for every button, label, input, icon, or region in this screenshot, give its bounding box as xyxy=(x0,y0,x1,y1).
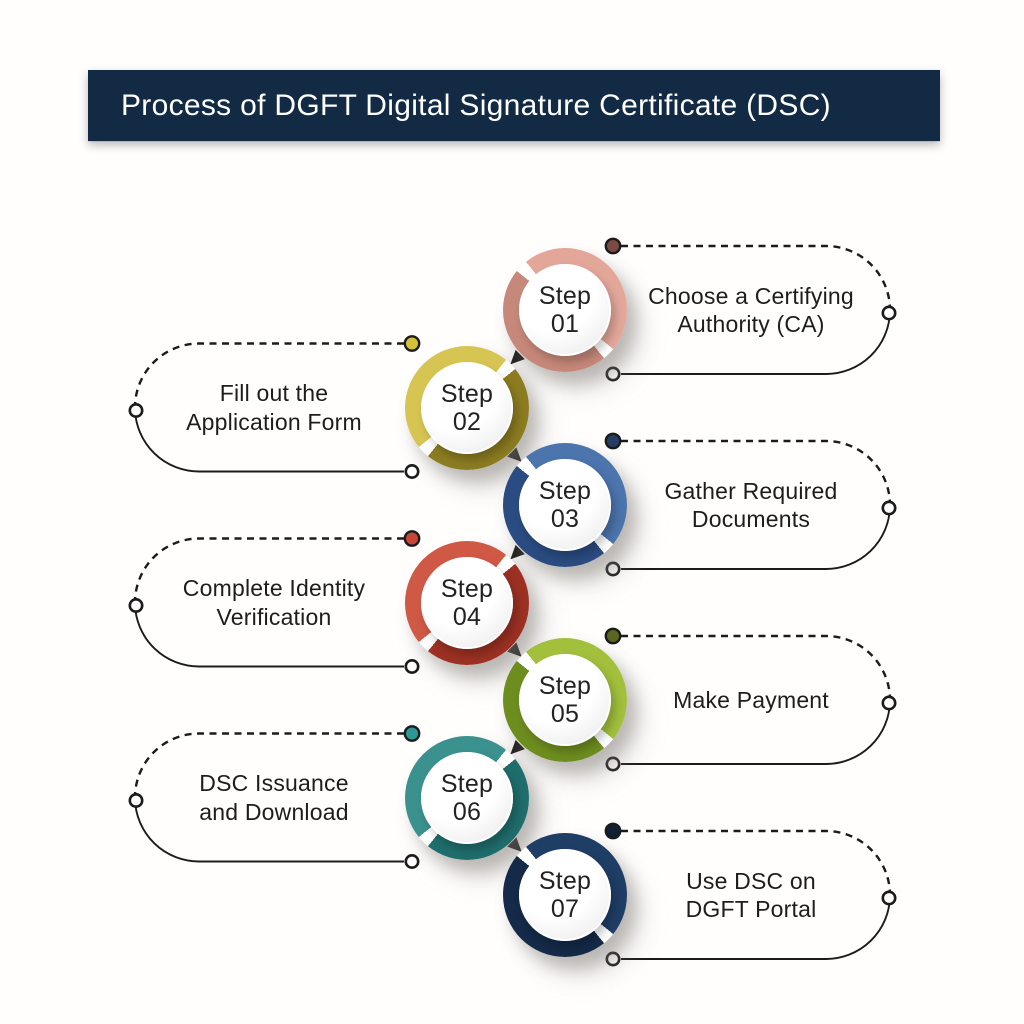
step-07-end-dot xyxy=(605,951,621,967)
step-02-mid-dot xyxy=(128,402,144,418)
title-bar: Process of DGFT Digital Signature Certif… xyxy=(88,70,940,141)
step-01-label: Choose a Certifying Authority (CA) xyxy=(648,282,854,337)
step-03-start-dot xyxy=(604,432,622,450)
step-06-label: DSC Issuance and Download xyxy=(199,770,349,825)
step-05-word: Step xyxy=(538,672,592,700)
step-07-start-dot xyxy=(604,822,622,840)
step-04-flow-arrow-icon xyxy=(507,642,522,657)
step-06-mid-dot xyxy=(128,792,144,808)
step-05-connector-solid xyxy=(621,701,891,765)
step-03-mid-dot xyxy=(881,500,897,516)
step-03-connector-dashed xyxy=(621,439,892,506)
step-03-connector-solid xyxy=(621,506,891,570)
step-07-mid-dot xyxy=(881,890,897,906)
step-05-label: Make Payment xyxy=(673,686,829,713)
step-01-flow-arrow-icon xyxy=(510,349,525,365)
step-02-start-dot xyxy=(403,335,421,352)
page-title: Process of DGFT Digital Signature Certif… xyxy=(121,88,831,122)
step-04-label: Complete Identity Verification xyxy=(182,575,366,630)
step-07-word: Step xyxy=(538,867,592,895)
step-04-word: Step xyxy=(440,574,494,603)
step-01-start-dot xyxy=(604,237,622,255)
step-02-word: Step xyxy=(440,379,494,408)
step-03-label: Gather Required Documents xyxy=(664,477,838,532)
step-02-number: 02 xyxy=(452,407,482,436)
step-01-word: Step xyxy=(538,282,592,310)
step-06-connector-solid xyxy=(134,799,404,863)
step-04-number: 04 xyxy=(452,602,482,631)
step-07-connector-solid xyxy=(621,896,891,960)
step-06-word: Step xyxy=(440,769,494,798)
step-02-end-dot xyxy=(404,463,420,479)
step-04-connector-solid xyxy=(134,604,404,668)
step-03-flow-arrow-icon xyxy=(510,544,525,560)
step-06-start-dot xyxy=(403,725,421,742)
step-07-connector-dashed xyxy=(621,829,892,896)
step-05-start-dot xyxy=(604,627,622,645)
step-05-number: 05 xyxy=(550,700,580,728)
step-04-mid-dot xyxy=(128,597,144,613)
step-02-label: Fill out the Application Form xyxy=(186,380,362,435)
step-04-end-dot xyxy=(404,658,420,674)
step-07-label: Use DSC on DGFT Portal xyxy=(685,867,817,922)
step-01-connector-dashed xyxy=(621,244,892,311)
step-02-flow-arrow-icon xyxy=(507,447,522,462)
step-05-end-dot xyxy=(605,756,621,772)
step-06-flow-arrow-icon xyxy=(507,837,522,852)
step-01-end-dot xyxy=(605,366,621,382)
step-07-number: 07 xyxy=(550,895,580,923)
step-05-connector-dashed xyxy=(621,634,892,701)
step-02-connector-solid xyxy=(134,409,404,473)
step-01-number: 01 xyxy=(550,310,580,338)
step-02-connector-dashed xyxy=(133,342,404,408)
step-06-connector-dashed xyxy=(133,732,404,798)
step-03-end-dot xyxy=(605,561,621,577)
step-04-start-dot xyxy=(403,530,421,547)
step-03-word: Step xyxy=(538,477,592,505)
step-05-flow-arrow-icon xyxy=(510,739,525,755)
step-01-mid-dot xyxy=(881,305,897,321)
step-01-connector-solid xyxy=(621,311,891,375)
step-04-connector-dashed xyxy=(133,537,404,603)
step-06-number: 06 xyxy=(452,797,482,826)
step-05-mid-dot xyxy=(881,695,897,711)
step-06-end-dot xyxy=(404,853,420,869)
step-03-number: 03 xyxy=(550,505,580,533)
